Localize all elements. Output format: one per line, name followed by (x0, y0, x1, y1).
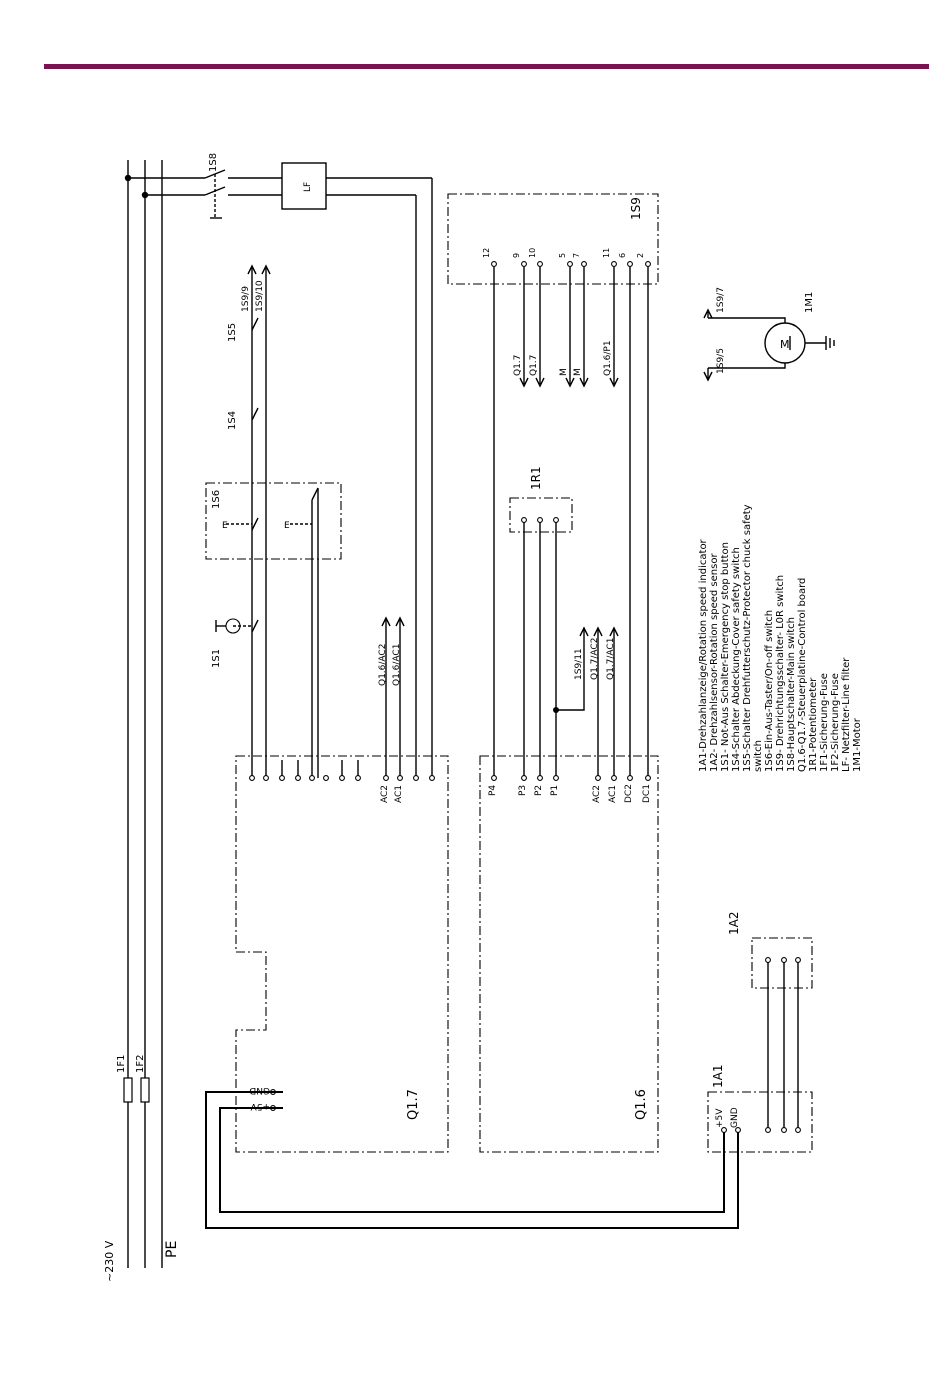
indicator-1a1: +5V GND 1A1 (707, 1065, 813, 1153)
ref-q16-ac1: Q1.6/AC1 (392, 644, 402, 686)
ref-s9-q17-a: Q1.7 (513, 355, 523, 376)
sensor-1a2-label: 1A2 (727, 912, 741, 935)
s9-terminal-12: 12 (482, 248, 491, 258)
header-rule (44, 64, 929, 69)
s9-terminal-7: 7 (572, 253, 581, 258)
a1-terminal-5v: +5V (715, 1108, 725, 1128)
legend-line: Q1.6-Q1.7-Steuerplatine-Control board (797, 578, 808, 772)
line-filter-lf: LF (281, 162, 433, 778)
s9-terminal-2: 2 (636, 253, 645, 258)
switch-1s6-label: 1S6 (211, 490, 222, 509)
legend-line: 1S8-Hauptschalter-Main switch (786, 617, 797, 772)
ref-1s9-9: 1S9/9 (241, 286, 251, 312)
legend-line: 1S6-Ein-Aus-Taster/On-off switch (764, 610, 775, 772)
pe-label: PE (164, 1241, 180, 1258)
q17-terminal-gnd: GND (249, 1085, 270, 1095)
legend-line: 1A1-Drehzahlanzeige/Rotation speed indic… (698, 538, 709, 772)
q16-ac-inputs: 1S9/11 Q1.7/AC2 Q1.7/AC1 (553, 626, 619, 778)
switch-1s9: 1S9 12 9 10 5 7 11 6 2 (447, 193, 659, 778)
legend-line: 1S4-Schalter Abdeckung-Cover safety swit… (731, 547, 742, 772)
switch-1s5-label: 1S5 (227, 323, 238, 342)
fuses: 1F1 1F2 (116, 1055, 150, 1103)
q16-terminal-ac2: AC2 (592, 785, 602, 803)
fuse-1f2-label: 1F2 (135, 1055, 146, 1073)
ref-s9-m-a: M (559, 368, 569, 376)
legend-line: 1A2- Drehzahlsensor-Rotation speed senso… (709, 553, 720, 772)
potentiometer-label: 1R1 (529, 466, 543, 490)
ref-1s9-5: 1S9/5 (716, 348, 726, 374)
motor-1m1-label: 1M1 (804, 292, 815, 313)
legend: 1A1-Drehzahlanzeige/Rotation speed indic… (698, 504, 863, 772)
switch-1s9-label: 1S9 (629, 197, 643, 220)
board-q16-label: Q1.6 (634, 1089, 649, 1120)
legend-line: 1F1-Sicherung-Fuse (819, 673, 830, 772)
q16-terminal-dc1: DC1 (642, 784, 652, 803)
legend-line: 1F2-Sicherung-Fuse (830, 673, 841, 772)
q17-terminal-ac1: AC1 (394, 785, 404, 803)
legend-line: 1R1-Potentiometer (808, 677, 819, 772)
indicator-1a1-label: 1A1 (711, 1065, 725, 1088)
legend-line: 1S5-Schalter Drehfutterschutz-Protector … (742, 504, 753, 772)
q16-terminal-p4: P4 (488, 785, 498, 796)
motor-symbol: M (780, 338, 790, 351)
legend-line: 1S9- Drehrichtungsschalter- L0R switch (775, 575, 786, 772)
a1-terminal-gnd: GND (730, 1107, 740, 1128)
ref-s9-m-b: M (573, 368, 583, 376)
s9-terminal-10: 10 (528, 248, 537, 258)
q16-terminal-p2: P2 (534, 785, 544, 796)
ref-s9-q16-p1: Q1.6/P1 (603, 340, 613, 376)
q17-ac-inputs: Q1.6/AC2 Q1.6/AC1 (378, 616, 405, 778)
q16-terminal-p3: P3 (518, 785, 528, 796)
q16-terminal-p1: P1 (550, 785, 560, 796)
legend-line: switch (753, 740, 764, 772)
ref-1s9-11: 1S9/11 (574, 648, 584, 680)
s9-terminal-6: 6 (618, 253, 627, 258)
ref-1s9-7: 1S9/7 (716, 287, 726, 313)
s9-terminal-9: 9 (512, 253, 521, 258)
switch-1s1-label: 1S1 (211, 649, 222, 668)
supply-rails (124, 160, 205, 1268)
ref-q17-ac2: Q1.7/AC2 (590, 638, 600, 680)
legend-line: 1M1-Motor (852, 717, 863, 772)
q17-terminal-5v: +5V (250, 1101, 270, 1111)
switch-1s4-label: 1S4 (227, 411, 238, 430)
potentiometer-1r1: 1R1 (509, 466, 573, 778)
board-q16: P4 P3 P2 P1 AC2 AC1 DC2 DC1 Q1.6 (479, 755, 659, 1153)
voltage-label: ~230 V (103, 1240, 116, 1282)
q16-terminal-ac1: AC1 (608, 785, 618, 803)
supply-loop (205, 1091, 739, 1229)
s9-terminal-5: 5 (558, 253, 567, 258)
svg-text:E: E (222, 521, 228, 531)
safety-switch-chain: E E 1S1 1S4 1S5 1S9/9 1S9/10 (211, 264, 319, 778)
svg-text:PE: PE (164, 1241, 180, 1258)
ref-q16-ac2: Q1.6/AC2 (378, 644, 388, 686)
switch-1s8-label: 1S8 (208, 153, 219, 172)
legend-line: 1S1- Not-Aus Schalter-Emergency stop but… (720, 542, 731, 772)
ref-1s9-10: 1S9/10 (255, 280, 265, 312)
switch-1s6: 1S6 (205, 482, 342, 560)
svg-text:~230 V: ~230 V (103, 1240, 116, 1282)
svg-text:E: E (284, 521, 290, 531)
main-switch-1s8: 1S8 (204, 153, 282, 219)
s9-terminal-11: 11 (602, 248, 611, 258)
board-q17-label: Q1.7 (406, 1089, 421, 1120)
sensor-1a2: 1A2 (727, 912, 813, 1128)
fuse-1f1-label: 1F1 (116, 1055, 127, 1073)
motor-1m1: M 1S9/7 1S9/5 1M1 (703, 287, 835, 382)
line-filter-label: LF (303, 182, 313, 192)
ref-q17-ac1: Q1.7/AC1 (606, 638, 616, 680)
legend-line: LF- Netzfilter-Line filter (841, 657, 852, 772)
ref-s9-q17-b: Q1.7 (529, 355, 539, 376)
q17-terminal-ac2: AC2 (380, 785, 390, 803)
q16-terminal-dc2: DC2 (624, 784, 634, 803)
